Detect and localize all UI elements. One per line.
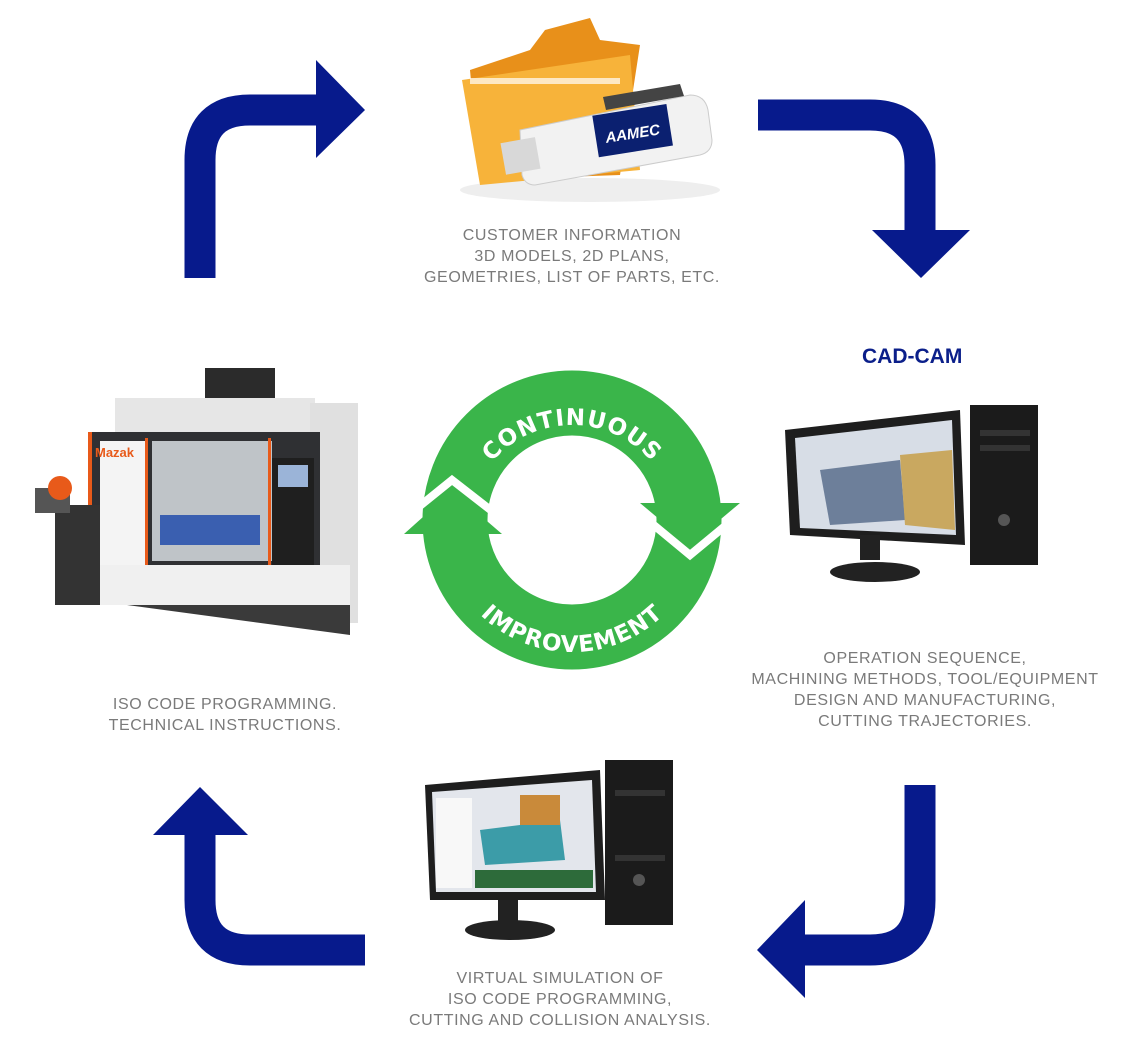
caption-line: CUSTOMER INFORMATION <box>462 227 682 244</box>
arrow-bottom-right <box>800 785 936 966</box>
caption-line: ISO CODE PROGRAMMING. <box>112 696 338 713</box>
caption-line: DESIGN AND MANUFACTURING, <box>793 692 1057 709</box>
caption-line: CUTTING TRAJECTORIES. <box>818 713 1032 730</box>
caption-line: MACHINING METHODS, TOOL/EQUIPMENT <box>751 671 1099 688</box>
arrowhead-left <box>757 900 805 998</box>
caption-line: GEOMETRIES, LIST OF PARTS, ETC. <box>424 269 720 286</box>
simulation-computer-illustration <box>425 760 673 940</box>
iso-caption: ISO CODE PROGRAMMING. TECHNICAL INSTRUCT… <box>80 694 370 736</box>
arrowhead-right <box>316 60 365 158</box>
cnc-machine-illustration: Mazak <box>35 368 358 635</box>
caption-line: OPERATION SEQUENCE, <box>823 650 1027 667</box>
arrowhead-down <box>872 230 970 278</box>
caption-line: TECHNICAL INSTRUCTIONS. <box>108 717 342 734</box>
cadcam-caption: OPERATION SEQUENCE, MACHINING METHODS, T… <box>735 648 1115 732</box>
machine-brand-logo: Mazak <box>95 445 135 460</box>
arrow-top-left <box>184 94 322 278</box>
caption-line: CUTTING AND COLLISION ANALYSIS. <box>409 1012 711 1029</box>
cadcam-computer-illustration <box>785 405 1038 582</box>
arrowhead-up <box>153 787 248 835</box>
folder-usb-illustration: AAMEC <box>460 18 720 202</box>
caption-line: VIRTUAL SIMULATION OF <box>456 970 664 987</box>
caption-line: 3D MODELS, 2D PLANS, <box>474 248 670 265</box>
arrow-top-right <box>758 99 936 234</box>
arrow-bottom-left <box>184 830 365 966</box>
caption-line: ISO CODE PROGRAMMING, <box>447 991 673 1008</box>
simulation-caption: VIRTUAL SIMULATION OF ISO CODE PROGRAMMI… <box>390 968 730 1031</box>
cadcam-title: CAD-CAM <box>862 345 963 368</box>
customer-info-caption: CUSTOMER INFORMATION 3D MODELS, 2D PLANS… <box>422 225 722 288</box>
continuous-improvement-ring: CONTINUOUS IMPROVEMENT <box>397 370 745 670</box>
